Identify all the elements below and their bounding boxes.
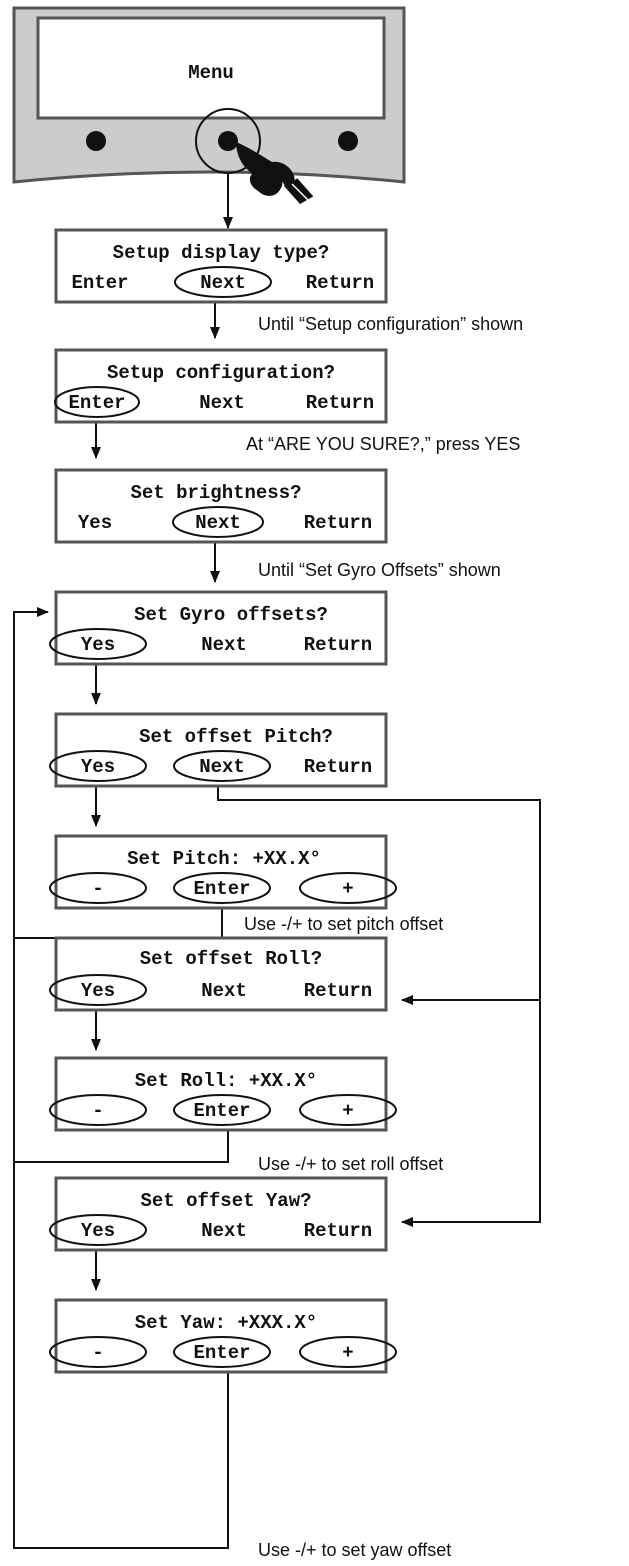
option-plus[interactable]: + (342, 1342, 353, 1364)
selected-option-ring (173, 1094, 271, 1126)
selected-option-ring (49, 1336, 147, 1368)
option-next[interactable]: Next (199, 392, 245, 414)
selected-option-ring (49, 750, 147, 782)
screen-set-gyro-offsets: Set Gyro offsets? Yes Next Return (49, 590, 388, 666)
option-minus[interactable]: - (92, 1100, 103, 1122)
option-next[interactable]: Next (199, 756, 245, 778)
screen-box (54, 348, 388, 424)
note-pitch-offset: Use -/+ to set pitch offset (244, 914, 443, 934)
option-enter[interactable]: Enter (193, 1100, 250, 1122)
option-next[interactable]: Next (201, 980, 247, 1002)
note-roll-offset: Use -/+ to set roll offset (258, 1154, 443, 1174)
option-yes[interactable]: Yes (81, 634, 115, 656)
screen-box (54, 590, 388, 666)
screen-title: Set brightness? (130, 482, 301, 504)
option-return[interactable]: Return (304, 634, 372, 656)
option-enter[interactable]: Enter (68, 392, 125, 414)
option-minus[interactable]: - (92, 1342, 103, 1364)
selected-option-ring (49, 1094, 147, 1126)
selected-option-ring (173, 1336, 271, 1368)
selected-option-ring (173, 750, 271, 782)
note-are-you-sure: At “ARE YOU SURE?,” press YES (246, 434, 520, 454)
screen-set-brightness: Set brightness? Yes Next Return (54, 468, 388, 544)
screen-box (54, 712, 388, 788)
note-yaw-offset: Use -/+ to set yaw offset (258, 1540, 451, 1560)
selected-option-ring (54, 386, 140, 418)
center-button[interactable] (218, 131, 238, 151)
option-return[interactable]: Return (306, 392, 374, 414)
option-yes[interactable]: Yes (81, 980, 115, 1002)
selected-option-ring (49, 1214, 147, 1246)
center-button-highlight (195, 108, 261, 174)
selected-option-ring (299, 1094, 397, 1126)
selected-option-ring (299, 1336, 397, 1368)
option-return[interactable]: Return (304, 1220, 372, 1242)
selected-option-ring (173, 872, 271, 904)
option-next[interactable]: Next (195, 512, 241, 534)
option-enter[interactable]: Enter (193, 1342, 250, 1364)
screen-box (54, 228, 388, 304)
screen-title: Set offset Roll? (140, 948, 322, 970)
screen-box (54, 1056, 388, 1132)
selected-option-ring (49, 872, 147, 904)
selected-option-ring (174, 266, 272, 298)
screen-set-offset-roll: Set offset Roll? Yes Next Return (49, 936, 388, 1012)
screen-title: Setup configuration? (107, 362, 335, 384)
device-panel: Menu (12, 6, 406, 204)
screen-box (54, 936, 388, 1012)
screen-title: Set Gyro offsets? (134, 604, 328, 626)
option-return[interactable]: Return (304, 980, 372, 1002)
screen-set-offset-pitch: Set offset Pitch? Yes Next Return (49, 712, 388, 788)
option-next[interactable]: Next (201, 634, 247, 656)
option-plus[interactable]: + (342, 878, 353, 900)
device-display-label: Menu (188, 62, 234, 84)
screen-setup-configuration: Setup configuration? Enter Next Return (54, 348, 388, 424)
option-yes[interactable]: Yes (81, 756, 115, 778)
screen-title: Set offset Yaw? (140, 1190, 311, 1212)
screen-title: Set Pitch: +XX.X° (127, 848, 321, 870)
option-return[interactable]: Return (306, 272, 374, 294)
pointing-hand-icon (236, 142, 315, 204)
screen-title: Set Yaw: +XXX.X° (135, 1312, 317, 1334)
screen-set-roll: Set Roll: +XX.X° - Enter + (49, 1056, 397, 1132)
right-button[interactable] (338, 131, 358, 151)
selected-option-ring (49, 628, 147, 660)
selected-option-ring (49, 974, 147, 1006)
device-display (36, 16, 386, 120)
option-yes[interactable]: Yes (81, 1220, 115, 1242)
selected-option-ring (299, 872, 397, 904)
screen-title: Setup display type? (113, 242, 330, 264)
left-button[interactable] (86, 131, 106, 151)
note-until-set-gyro-offsets: Until “Set Gyro Offsets” shown (258, 560, 501, 580)
option-yes[interactable]: Yes (78, 512, 112, 534)
screen-set-offset-yaw: Set offset Yaw? Yes Next Return (49, 1176, 388, 1252)
screen-box (54, 834, 388, 910)
screen-box (54, 1176, 388, 1252)
screen-set-yaw: Set Yaw: +XXX.X° - Enter + (49, 1298, 397, 1374)
screen-setup-display-type: Setup display type? Enter Next Return (54, 228, 388, 304)
selected-option-ring (172, 506, 264, 538)
screen-box (54, 1298, 388, 1374)
option-enter[interactable]: Enter (193, 878, 250, 900)
screen-title: Set offset Pitch? (139, 726, 333, 748)
option-return[interactable]: Return (304, 756, 372, 778)
note-until-setup-configuration: Until “Setup configuration” shown (258, 314, 523, 334)
option-enter[interactable]: Enter (71, 272, 128, 294)
screen-set-pitch: Set Pitch: +XX.X° - Enter + (49, 834, 397, 910)
option-plus[interactable]: + (342, 1100, 353, 1122)
option-return[interactable]: Return (304, 512, 372, 534)
screen-box (54, 468, 388, 544)
screen-title: Set Roll: +XX.X° (135, 1070, 317, 1092)
option-minus[interactable]: - (92, 878, 103, 900)
option-next[interactable]: Next (201, 1220, 247, 1242)
flow-connectors (13, 174, 541, 1549)
option-next[interactable]: Next (200, 272, 246, 294)
